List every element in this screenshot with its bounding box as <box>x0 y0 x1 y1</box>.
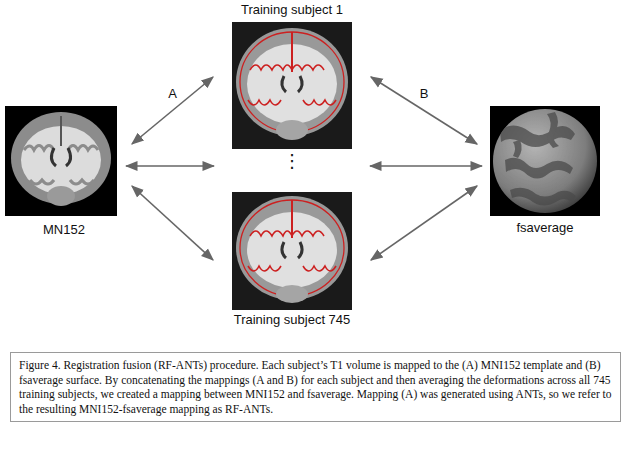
subject-brain <box>232 22 352 149</box>
image-node: Training subject 745 <box>219 190 365 330</box>
mni-brain <box>5 106 117 216</box>
middle-arrow <box>126 165 214 167</box>
mapping-arrow <box>132 186 213 260</box>
mapping-arrow <box>132 77 213 144</box>
mapping-arrow <box>371 186 477 260</box>
image-node: MN152 <box>2 104 126 240</box>
edge-label: A <box>166 86 179 101</box>
caption-box: Figure 4. Registration fusion (RF-ANTs) … <box>10 352 621 422</box>
middle-arrow <box>370 165 482 167</box>
node-label: MN152 <box>2 222 126 238</box>
mapping-arrow <box>371 77 477 144</box>
node-label: Training subject 1 <box>219 2 365 18</box>
ellipsis-label: ⋮ <box>282 150 302 172</box>
edge-label: B <box>418 86 431 101</box>
image-node: Training subject 1 <box>219 2 365 152</box>
caption: Figure 4. Registration fusion (RF-ANTs) … <box>19 358 612 416</box>
node-label: fsaverage <box>483 220 607 236</box>
image-node: fsaverage <box>483 104 607 238</box>
node-label: Training subject 745 <box>219 312 365 328</box>
fsaverage-sphere <box>490 106 600 216</box>
subject-brain <box>232 192 352 310</box>
